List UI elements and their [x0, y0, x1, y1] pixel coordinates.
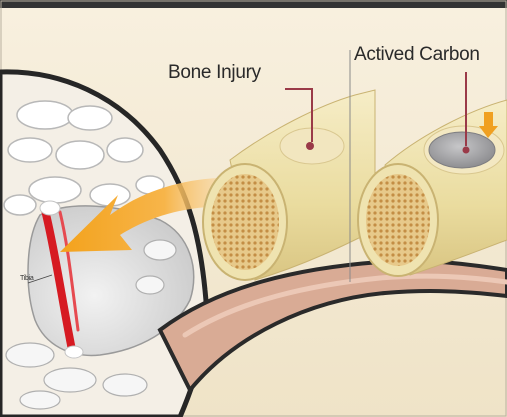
ankle-joint	[65, 346, 83, 358]
carbon-patch	[429, 132, 495, 168]
injury-spot	[306, 142, 314, 150]
knee-joint	[40, 201, 60, 215]
tibia-label: Tibia	[20, 275, 33, 282]
carbon-spot	[463, 147, 470, 154]
activated-carbon-label: Actived Carbon	[354, 44, 480, 66]
bone-marrow-2	[366, 174, 430, 266]
bone-injury-label: Bone Injury	[168, 62, 261, 84]
bone-marrow-1	[211, 174, 279, 270]
